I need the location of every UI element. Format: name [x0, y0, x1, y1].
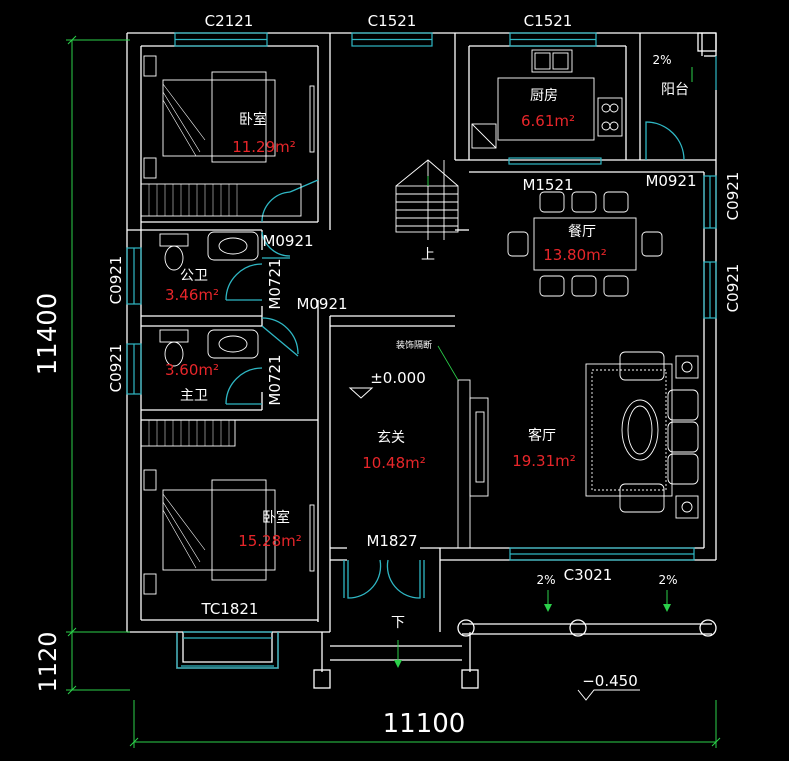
- door-labels: M0921 M0721 M0921 M0721 M1521 M0921 M182…: [262, 172, 696, 550]
- dimension-width: 11100: [383, 709, 466, 739]
- annotation-labels: 上 下 装饰隔断 ±0.000 −0.450 2% 2% 2%: [370, 53, 677, 690]
- room-name-balcony: 阳台: [661, 82, 689, 98]
- window-label-front-living: C3021: [564, 566, 613, 584]
- partition-label: 装饰隔断: [396, 339, 432, 351]
- elevation-outside-label: −0.450: [582, 672, 638, 690]
- room-name-dining: 餐厅: [568, 224, 596, 240]
- room-name-kitchen: 厨房: [530, 88, 558, 104]
- door-label-balcony: M0921: [645, 172, 696, 190]
- room-name-living: 客厅: [528, 427, 556, 444]
- room-area-bedroom-upper: 11.29m²: [232, 138, 296, 156]
- window-label-right-lower: C0921: [724, 264, 742, 313]
- room-area-kitchen: 6.61m²: [521, 112, 575, 130]
- door-label-bath-master: M0721: [266, 354, 284, 405]
- window-label-left-gongwei: C0921: [107, 256, 125, 305]
- window-label-top-left: C2121: [205, 12, 254, 30]
- dimension-lines: [66, 35, 721, 748]
- room-name-bedroom-lower: 卧室: [262, 509, 290, 526]
- window-label-top-mid: C1521: [368, 12, 417, 30]
- room-area-dining: 13.80m²: [543, 246, 607, 264]
- dimension-labels: 11400 1120 11100: [33, 293, 465, 739]
- slope-balcony-label: 2%: [652, 53, 671, 67]
- window-label-left-zhuwei: C0921: [107, 344, 125, 393]
- door-label-kitchen: M1521: [522, 176, 573, 194]
- window-label-bay: TC1821: [201, 600, 259, 618]
- window-labels: C2121 C1521 C1521 C0921 C0921 C0921 C092…: [107, 12, 742, 618]
- room-name-foyer: 玄关: [377, 429, 405, 446]
- door-label-corridor: M0921: [296, 295, 347, 313]
- room-name-bath-public: 公卫: [180, 268, 208, 284]
- stair-down-label: 下: [391, 615, 405, 631]
- room-area-foyer: 10.48m²: [362, 454, 426, 472]
- room-area-bedroom-lower: 15.28m²: [238, 532, 302, 550]
- door-label-entrance: M1827: [366, 532, 417, 550]
- room-labels: 卧室 11.29m² 厨房 6.61m² 阳台 餐厅 13.80m² 公卫 3.…: [165, 82, 689, 550]
- slope-porch-left-label: 2%: [536, 573, 555, 587]
- elevation-markers: [348, 67, 693, 701]
- slope-porch-right-label: 2%: [658, 573, 677, 587]
- window-label-top-right: C1521: [524, 12, 573, 30]
- dimension-depth-front: 1120: [34, 631, 62, 692]
- door-label-bedroom-upper: M0921: [262, 232, 313, 250]
- furniture: [140, 49, 699, 595]
- stair-up-label: 上: [421, 247, 435, 263]
- doors: [225, 121, 685, 599]
- windows: [126, 32, 717, 669]
- window-label-right-upper: C0921: [724, 172, 742, 221]
- room-name-bedroom-upper: 卧室: [239, 111, 267, 128]
- room-area-living: 19.31m²: [512, 452, 576, 470]
- dimension-depth-main: 11400: [33, 293, 63, 376]
- room-area-bath-master: 3.60m²: [165, 361, 219, 379]
- elevation-main-label: ±0.000: [370, 369, 426, 387]
- door-label-bath-public: M0721: [266, 258, 284, 309]
- room-name-bath-master: 主卫: [180, 388, 208, 404]
- room-area-bath-public: 3.46m²: [165, 286, 219, 304]
